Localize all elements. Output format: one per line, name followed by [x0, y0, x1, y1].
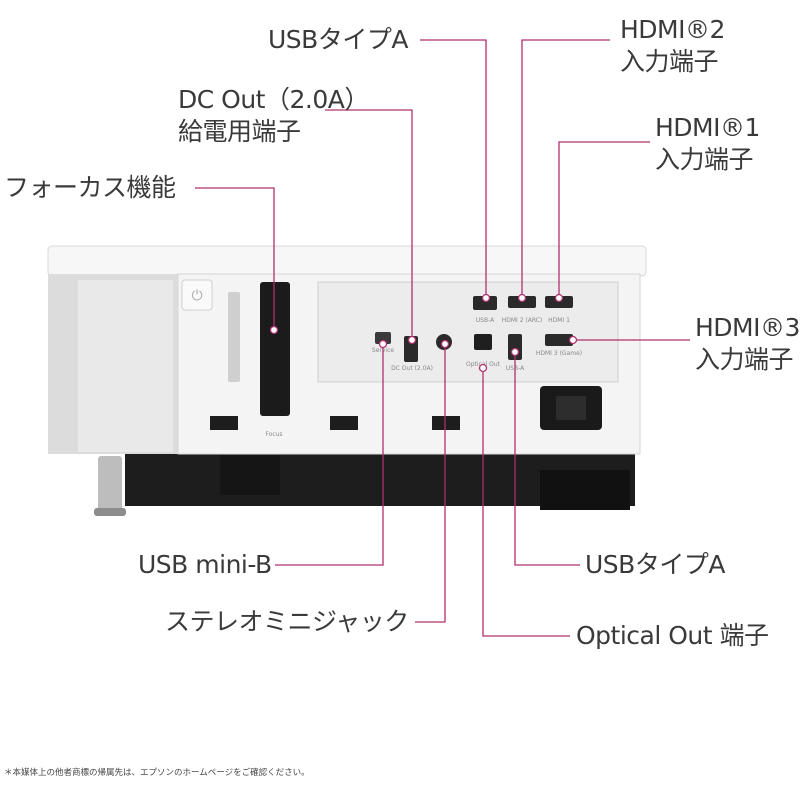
leader-usb-a-top: [420, 39, 487, 298]
leader-usb-a-bottom: [514, 352, 580, 566]
leader-optical-out: [482, 368, 570, 637]
leader-dc-out: [325, 109, 413, 340]
vent-right: [432, 416, 460, 430]
leader-dots: [269, 293, 578, 373]
adjustable-foot: [98, 456, 122, 514]
adjustable-foot-base: [94, 508, 126, 516]
label-dc-out-line1: DC Out（2.0A）: [178, 85, 369, 114]
projector-top-lid: [47, 245, 647, 277]
label-dc-out: DC Out（2.0A） 給電用端子: [178, 84, 369, 148]
io-panel: [317, 281, 619, 383]
leader-usb-mini-b: [275, 344, 384, 566]
ac-power-inlet-inner: [556, 396, 586, 420]
dot-stereo-mini: [440, 339, 450, 349]
projector-foot-left: [220, 455, 280, 495]
dot-hdmi2: [517, 293, 527, 303]
panel-label-dc-out: DC Out (2.0A): [391, 365, 433, 372]
leader-lines: [195, 39, 690, 637]
label-hdmi3: HDMI®3 入力端子: [695, 312, 800, 376]
label-optical-out: Optical Out 端子: [576, 621, 769, 650]
projector-foot-right: [540, 470, 630, 510]
leader-focus: [195, 187, 275, 330]
label-hdmi2-line2: 入力端子: [620, 47, 719, 76]
power-button[interactable]: [181, 279, 213, 311]
dot-dc-out: [407, 335, 417, 345]
focus-wheel[interactable]: [260, 282, 290, 416]
panel-label-focus: Focus: [265, 431, 282, 438]
panel-label-hdmi3: HDMI 3 (Game): [536, 350, 582, 357]
label-focus: フォーカス機能: [4, 173, 176, 202]
dot-usb-a-top: [481, 293, 491, 303]
label-hdmi2: HDMI®2 入力端子: [620, 14, 725, 78]
label-hdmi1: HDMI®1 入力端子: [655, 112, 760, 176]
dot-hdmi1: [554, 293, 564, 303]
label-usb-a-top: USBタイプA: [268, 25, 408, 54]
port-optical-out[interactable]: [474, 334, 492, 350]
port-hdmi3[interactable]: [545, 334, 573, 346]
label-hdmi2-line1: HDMI®2: [620, 15, 725, 44]
leader-hdmi2: [521, 39, 610, 298]
label-hdmi1-line1: HDMI®1: [655, 113, 760, 142]
vent-middle: [330, 416, 358, 430]
vent-left: [210, 416, 238, 430]
port-usb-mini-b[interactable]: [375, 332, 391, 344]
dot-usb-a-bottom: [510, 347, 520, 357]
label-usb-a-bottom: USBタイプA: [585, 550, 725, 579]
label-dc-out-line2: 給電用端子: [178, 117, 301, 146]
label-hdmi3-line2: 入力端子: [695, 345, 794, 374]
dot-usb-mini-b: [378, 339, 388, 349]
port-usb-a-top[interactable]: [473, 296, 497, 310]
leader-hdmi1: [558, 141, 650, 298]
dot-hdmi3: [568, 335, 578, 345]
dot-optical-out: [478, 363, 488, 373]
label-usb-mini-b: USB mini-B: [138, 550, 272, 579]
label-hdmi3-line1: HDMI®3: [695, 313, 800, 342]
dot-focus: [269, 325, 279, 335]
panel-label-usb-a: USB-A: [476, 317, 495, 324]
leader-stereo-mini: [415, 344, 446, 623]
label-hdmi1-line2: 入力端子: [655, 145, 754, 174]
side-slot: [228, 292, 240, 382]
panel-label-hdmi2: HDMI 2 (ARC): [502, 317, 543, 324]
label-stereo-mini: ステレオミニジャック: [165, 607, 409, 636]
power-icon: ⏻: [191, 288, 202, 304]
footnote: ＊本媒体上の他者商標の帰属先は、エプソンのホームページをご確認ください。: [4, 768, 310, 778]
speaker-grille-inner: [78, 280, 173, 452]
panel-label-hdmi1: HDMI 1: [548, 317, 570, 324]
